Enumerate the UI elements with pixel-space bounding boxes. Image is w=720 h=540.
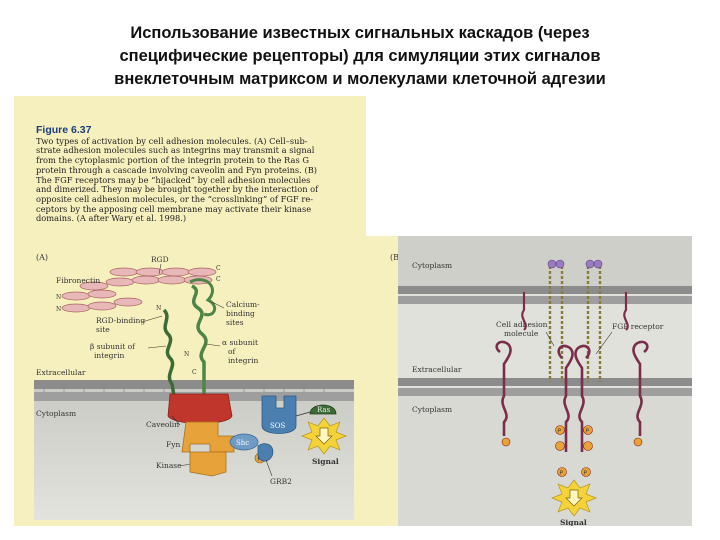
calcium-pointer bbox=[211, 301, 225, 309]
panel-a: (A) Extracellular Cytoplasm bbox=[34, 253, 354, 520]
label-extracellular-b: Extracellular bbox=[412, 365, 462, 374]
kinase-domain bbox=[189, 451, 227, 477]
panel-b: (B) Cytoplasm Extracellular Cytoplasm bbox=[390, 236, 692, 526]
lower-cell-cytoplasm bbox=[398, 396, 692, 526]
phosphates-b bbox=[501, 425, 643, 477]
signal-arrow-a bbox=[315, 427, 333, 445]
upper-membrane-outer bbox=[398, 296, 692, 304]
rgd-binding-pointer bbox=[141, 315, 163, 323]
label-alpha-1: α subunit bbox=[222, 338, 258, 347]
label-caveolin: Caveolin bbox=[146, 420, 179, 429]
membrane-outer-leaflet bbox=[34, 380, 354, 389]
caption-line: protein through a cascade involving cave… bbox=[36, 164, 318, 175]
caption-line: from the cytoplasmic portion of the inte… bbox=[36, 155, 309, 166]
fgf-receptors bbox=[495, 340, 649, 452]
sos-to-ras-link bbox=[295, 411, 311, 417]
grb2-sos-protein bbox=[261, 395, 297, 434]
label-signal-b: Signal bbox=[560, 518, 587, 526]
label-p-b4: P bbox=[584, 471, 588, 477]
label-cam-2: molecule bbox=[504, 329, 539, 338]
label-fibronectin: Fibronectin bbox=[56, 276, 100, 285]
membrane-lipid-tails bbox=[43, 389, 325, 392]
grb2-adaptor bbox=[257, 443, 274, 462]
figure-illustration: (A) Extracellular Cytoplasm bbox=[34, 236, 692, 526]
fibronectin bbox=[61, 267, 217, 313]
label-n3: N bbox=[156, 305, 161, 312]
upper-receptors bbox=[521, 292, 629, 331]
integrin-beta-subunit bbox=[162, 308, 176, 397]
label-calcium-1: Calcium- bbox=[226, 300, 260, 309]
label-fgf-receptor: FGF receptor bbox=[612, 322, 664, 331]
upper-membrane-inner bbox=[398, 286, 692, 294]
figure-blank-area bbox=[366, 96, 692, 236]
label-signal-a: Signal bbox=[312, 457, 339, 466]
cam-heads-top bbox=[547, 259, 603, 269]
caption-line: strate adhesion molecules such as integr… bbox=[36, 145, 315, 156]
label-beta-2: integrin bbox=[94, 351, 124, 360]
figure-caption: Figure 6.37 Two types of activation by c… bbox=[36, 124, 351, 224]
label-shc: Shc bbox=[236, 439, 249, 447]
label-alpha-3: integrin bbox=[228, 356, 258, 365]
label-rgd: RGD bbox=[151, 255, 169, 264]
signal-arrow-b bbox=[565, 489, 583, 507]
lower-membrane-outer bbox=[398, 378, 692, 386]
label-n4: N bbox=[184, 351, 189, 358]
caption-line: and dimerized. They may be brought toget… bbox=[36, 184, 319, 195]
label-p-b2: P bbox=[586, 429, 590, 435]
caveolin-pointer bbox=[171, 415, 181, 426]
label-n2: N bbox=[56, 306, 61, 313]
caption-line: Two types of activation by cell adhesion… bbox=[36, 135, 308, 146]
label-cytoplasm-a: Cytoplasm bbox=[36, 409, 76, 418]
panel-b-letter: (B) bbox=[390, 253, 402, 262]
integrin-alpha-subunit bbox=[191, 284, 208, 396]
rgd-pointer bbox=[158, 263, 162, 275]
ras-protein bbox=[309, 404, 337, 415]
label-rgd-binding-2: site bbox=[96, 325, 110, 334]
label-ras: Ras bbox=[317, 406, 331, 414]
label-p-b1: P bbox=[558, 429, 562, 435]
label-alpha-2: of bbox=[228, 347, 237, 356]
label-grb2: GRB2 bbox=[270, 477, 292, 486]
label-extracellular-a: Extracellular bbox=[36, 368, 86, 377]
label-fyn: Fyn bbox=[166, 440, 180, 449]
label-cam-1: Cell adhesion bbox=[496, 320, 548, 329]
label-c1: C bbox=[216, 265, 221, 272]
slide-title-line: Использование известных сигнальных каска… bbox=[130, 24, 590, 42]
panel-a-letter: (A) bbox=[36, 253, 48, 262]
alpha-pointer bbox=[205, 343, 221, 347]
label-sos: SOS bbox=[270, 422, 286, 430]
shc-protein bbox=[229, 433, 259, 451]
label-calcium-2: binding bbox=[226, 309, 255, 318]
caption-line: The FGF receptors may be “hijacked” by c… bbox=[36, 174, 311, 185]
fgf-pointer bbox=[595, 331, 613, 355]
cam-pointer bbox=[545, 331, 555, 347]
caption-line: ceptors by the apposing cell membrane ma… bbox=[36, 203, 312, 214]
label-rgd-binding-1: RGD-binding bbox=[96, 316, 145, 325]
integrin-alpha-head bbox=[189, 278, 217, 317]
label-n1: N bbox=[56, 294, 61, 301]
label-cytoplasm-b: Cytoplasm bbox=[412, 405, 452, 414]
label-calcium-3: sites bbox=[226, 318, 244, 327]
label-p-b3: P bbox=[560, 471, 564, 477]
kinase-pointer bbox=[179, 463, 191, 467]
slide-title: Использование известных сигнальных каска… bbox=[60, 22, 660, 91]
figure-panel: Figure 6.37 Two types of activation by c… bbox=[14, 96, 692, 526]
cell-adhesion-molecules bbox=[548, 266, 602, 382]
label-c2: C bbox=[216, 276, 221, 283]
label-beta-1: β subunit of bbox=[90, 342, 136, 351]
caption-line: opposite cell adhesion molecules, or the… bbox=[36, 193, 314, 204]
grb2-pointer bbox=[265, 459, 273, 477]
slide-title-line: внеклеточным матриксом и молекулами клет… bbox=[114, 70, 606, 88]
lower-membrane-inner bbox=[398, 388, 692, 396]
label-c3: C bbox=[192, 369, 197, 376]
upper-cell-cytoplasm bbox=[398, 236, 692, 292]
beta-pointer bbox=[147, 345, 167, 349]
slide-title-line: специфические рецепторы) для симуляции э… bbox=[119, 47, 601, 65]
label-cytoplasm-top-b: Cytoplasm bbox=[412, 261, 452, 270]
label-kinase: Kinase bbox=[156, 461, 182, 470]
caption-line: domains. (A after Wary et al. 1998.) bbox=[36, 213, 187, 224]
figure-label: Figure 6.37 bbox=[36, 124, 92, 136]
